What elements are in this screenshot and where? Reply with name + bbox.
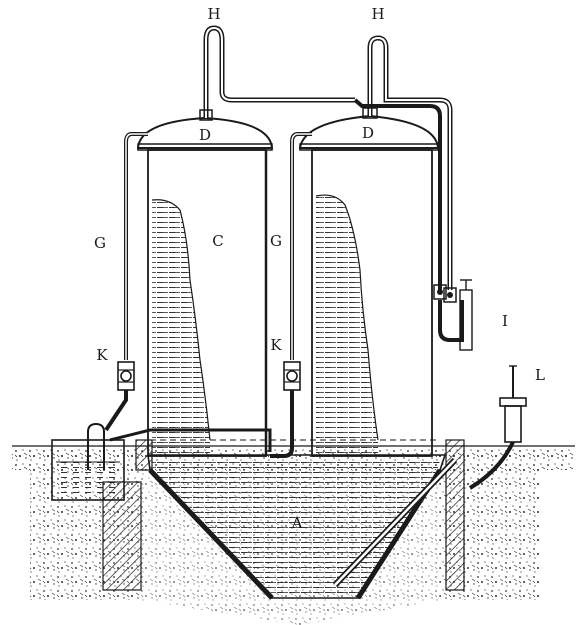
label-a: A xyxy=(291,514,303,532)
masonry-piers xyxy=(102,439,465,591)
label-g-right: G xyxy=(270,232,282,250)
labels: H H D D C G G K K I L A xyxy=(94,5,545,532)
side-trap-box xyxy=(51,422,125,501)
label-d-left: D xyxy=(199,126,211,144)
label-c: C xyxy=(212,232,223,250)
label-k-left: K xyxy=(96,346,108,364)
label-g-left: G xyxy=(94,234,106,252)
label-d-right: D xyxy=(362,124,374,142)
label-l: L xyxy=(535,366,545,384)
gasholder-right xyxy=(298,114,440,457)
pipes xyxy=(104,25,473,458)
pump-l xyxy=(468,365,527,490)
label-h-left: H xyxy=(207,5,220,23)
label-h-right: H xyxy=(371,5,384,23)
reservoir-a xyxy=(147,454,458,600)
gasholder-left xyxy=(136,116,274,457)
label-k-right: K xyxy=(270,336,282,354)
label-i: I xyxy=(502,312,508,330)
